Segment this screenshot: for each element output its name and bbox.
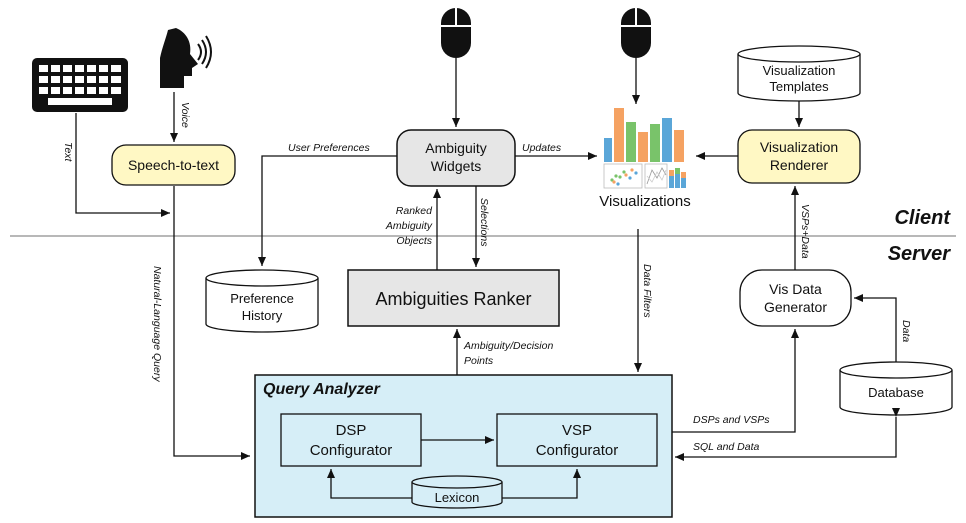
keyboard-icon <box>32 58 128 112</box>
visualization-renderer-label-line2: Renderer <box>770 157 829 173</box>
client-zone-label: Client <box>894 207 951 229</box>
data-edge <box>854 294 897 362</box>
dsp-configurator-label-line1: DSP <box>336 422 367 439</box>
preference-history-label-line2: History <box>242 308 283 323</box>
ranked-ambiguity-objects-label-line3: Objects <box>396 235 432 247</box>
visualization-templates-node: Visualization Templates <box>737 45 861 102</box>
text-edge-label: Text <box>62 142 74 163</box>
database-node: Database <box>839 361 953 416</box>
speech-to-text-label: Speech-to-text <box>128 157 219 173</box>
ambiguity-decision-points-label-line1: Ambiguity/Decision <box>463 340 553 352</box>
vis-data-generator-node: Vis Data Generator <box>739 269 852 327</box>
visualization-renderer-node: Visualization Renderer <box>737 129 861 184</box>
lexicon-node: Lexicon <box>411 475 503 509</box>
text-edge <box>75 113 170 217</box>
ambiguity-widgets-label-line2: Widgets <box>431 158 482 174</box>
data-filters-label: Data Filters <box>641 264 653 318</box>
user-preferences-edge <box>258 155 397 266</box>
speech-to-text-node: Speech-to-text <box>111 144 236 186</box>
sql-and-data-label: SQL and Data <box>693 441 760 453</box>
ranked-ambiguity-objects-label-line2: Ambiguity <box>385 220 433 232</box>
vis-data-generator-label-line1: Vis Data <box>769 281 822 297</box>
visualization-templates-label-line1: Visualization <box>763 63 836 78</box>
mouse-icon <box>621 8 651 58</box>
ambiguity-widgets-label-line1: Ambiguity <box>425 140 486 156</box>
vsp-configurator-label-line2: Configurator <box>536 442 619 459</box>
server-zone-label: Server <box>888 243 951 265</box>
sql-and-data-edge <box>675 408 900 461</box>
ranked-ambiguity-objects-label-line1: Ranked <box>396 205 433 217</box>
vsps-data-label: VSPs+Data <box>799 204 811 259</box>
database-label: Database <box>868 385 924 400</box>
visualization-thumbnail-icon <box>603 108 686 189</box>
natural-language-query-edge <box>173 186 250 460</box>
ambiguity-decision-points-label-line2: Points <box>464 355 494 367</box>
visualization-templates-label-line2: Templates <box>769 79 829 94</box>
vsp-configurator-node: VSP Configurator <box>496 413 658 467</box>
voice-edge-label: Voice <box>179 102 191 128</box>
dsp-configurator-node: DSP Configurator <box>280 413 422 467</box>
data-label: Data <box>900 320 912 342</box>
visualization-renderer-label-line1: Visualization <box>760 139 838 155</box>
user-preferences-label: User Preferences <box>288 142 370 154</box>
query-analyzer-label: Query Analyzer <box>263 381 381 398</box>
natural-language-query-label: Natural-Language Query <box>151 266 163 382</box>
dsp-configurator-label-line2: Configurator <box>310 442 393 459</box>
vsp-configurator-label-line1: VSP <box>562 422 592 439</box>
vis-data-generator-label-line2: Generator <box>764 299 827 315</box>
mouse-icon <box>441 8 471 58</box>
speaking-head-icon <box>160 28 212 88</box>
visualizations-label: Visualizations <box>599 193 690 210</box>
ambiguity-widgets-node: Ambiguity Widgets <box>396 129 516 187</box>
preference-history-node: Preference History <box>205 269 319 333</box>
preference-history-label-line1: Preference <box>230 291 294 306</box>
lexicon-to-vsp-edge <box>502 469 581 499</box>
ambiguities-ranker-node: Ambiguities Ranker <box>347 269 560 327</box>
dsps-and-vsps-label: DSPs and VSPs <box>693 414 770 426</box>
selections-label: Selections <box>478 198 490 247</box>
lexicon-to-dsp-edge <box>327 469 412 499</box>
updates-label: Updates <box>522 142 562 154</box>
lexicon-label: Lexicon <box>435 490 480 505</box>
ambiguities-ranker-label: Ambiguities Ranker <box>375 289 531 309</box>
